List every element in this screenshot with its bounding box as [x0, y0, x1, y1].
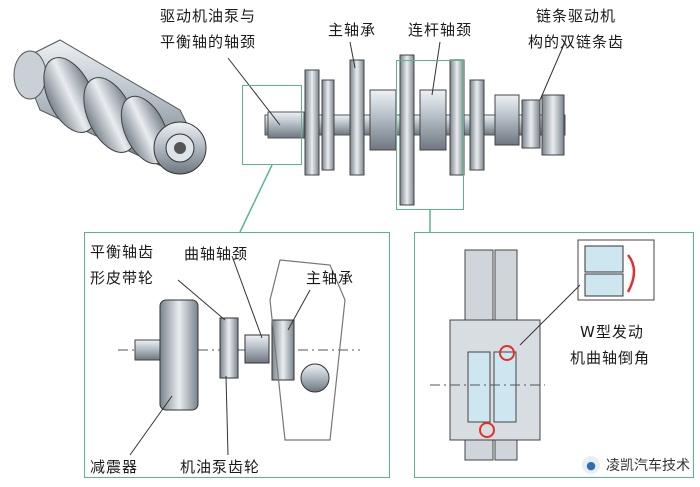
fillet-closeup [430, 239, 655, 461]
frame-exploded-view [84, 232, 390, 478]
label-damper: 减震器 [90, 458, 139, 476]
label-chain-1: 链条驱动机 [536, 7, 617, 25]
brand-watermark: ● 凌凯汽车技术 [582, 455, 690, 475]
crankshaft-3d-photo [13, 39, 207, 175]
leader-lines [129, 41, 566, 456]
frame-conrod [396, 60, 464, 210]
frame-fillet-view [414, 232, 694, 478]
brand-name: 凌凯汽车技术 [606, 458, 690, 474]
label-conrod-journal: 连杆轴颈 [408, 21, 473, 39]
label-main-bearing-top: 主轴承 [328, 21, 377, 39]
label-main-bearing-bottom: 主轴承 [306, 269, 355, 287]
label-belt-1: 平衡轴齿 [90, 243, 155, 261]
label-belt-2: 形皮带轮 [90, 269, 155, 287]
frame-drive-journal [242, 85, 302, 165]
label-pump-gear: 机油泵齿轮 [180, 458, 261, 476]
label-fillet-2: 机曲轴倒角 [570, 349, 651, 367]
label-drive-journal-2: 平衡轴的轴颈 [160, 33, 257, 51]
wechat-icon: ● [582, 456, 600, 474]
label-crank-journal: 曲轴轴颈 [184, 245, 249, 263]
label-drive-journal-1: 驱动机油泵与 [160, 7, 257, 25]
label-fillet-1: W型发动 [580, 323, 644, 341]
crankshaft-side-view [264, 54, 566, 206]
label-chain-2: 构的双链条齿 [528, 33, 625, 51]
exploded-assembly [118, 259, 360, 441]
